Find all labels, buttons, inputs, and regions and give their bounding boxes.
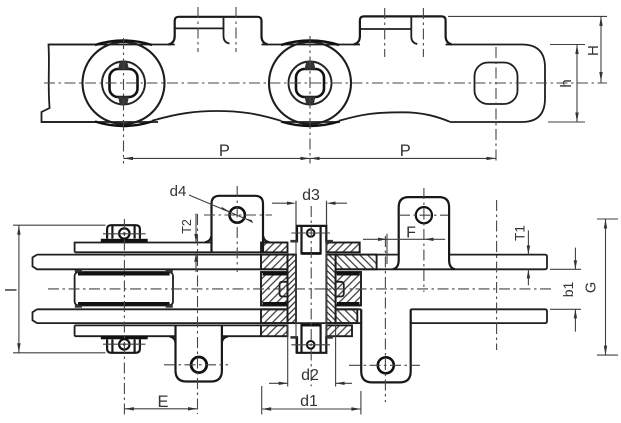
svg-text:F: F	[406, 225, 416, 242]
svg-text:h: h	[558, 79, 575, 87]
svg-text:T1: T1	[513, 225, 528, 241]
svg-text:P: P	[219, 142, 230, 160]
svg-text:l: l	[4, 288, 21, 292]
svg-text:d1: d1	[300, 393, 318, 410]
svg-text:E: E	[157, 393, 168, 411]
svg-text:d2: d2	[301, 367, 319, 384]
svg-text:G: G	[584, 282, 600, 293]
svg-text:d3: d3	[302, 187, 320, 204]
svg-text:H: H	[585, 45, 602, 56]
svg-text:P: P	[400, 142, 411, 160]
svg-text:d4: d4	[170, 183, 187, 200]
svg-text:T2: T2	[180, 219, 194, 234]
svg-text:b1: b1	[560, 282, 576, 298]
